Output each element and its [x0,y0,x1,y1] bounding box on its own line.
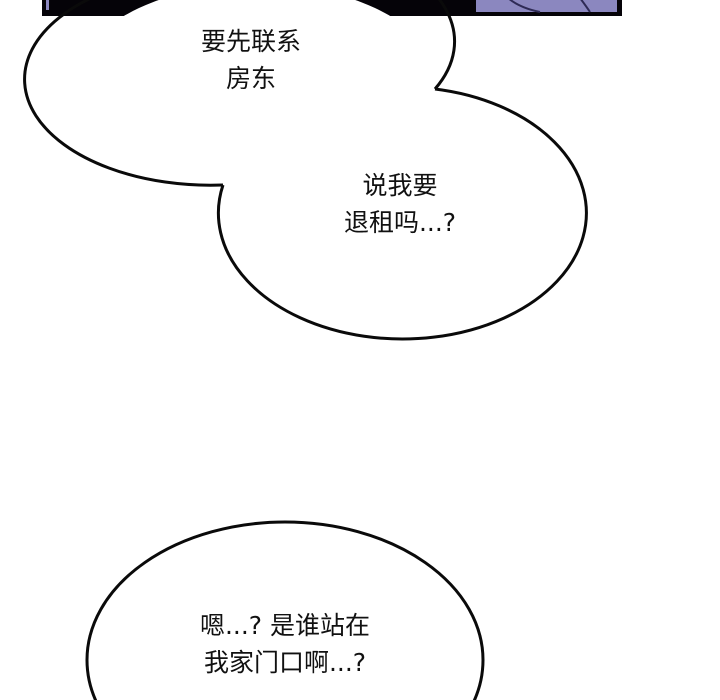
bubble-2-line-2: 退租吗...? [343,208,457,237]
panel-line-detail [508,0,541,13]
panel-lavender-area [476,0,617,12]
bubble-3-outline [85,520,485,700]
panel-line-detail [580,0,591,13]
bubble-2-outline [216,87,588,341]
bubble-3-line-1: 嗯...? 是谁站在 [199,611,371,640]
bubble-3-line-2: 我家门口啊...? [203,648,367,677]
merged-speech-bubbles [23,0,588,341]
bubble-2-line-1: 说我要 [362,171,438,200]
bubble-1-line-1: 要先联系 [200,27,302,56]
panel-edge-highlight [46,0,49,10]
speech-bubble-2-text: 说我要 退租吗...? [344,167,456,241]
bubble-1-line-2: 房东 [225,64,277,93]
speech-bubble-3-text: 嗯...? 是谁站在 我家门口啊...? [200,607,370,681]
bubble-1-outline [23,0,457,187]
speech-bubble-1-text: 要先联系 房东 [201,23,301,97]
